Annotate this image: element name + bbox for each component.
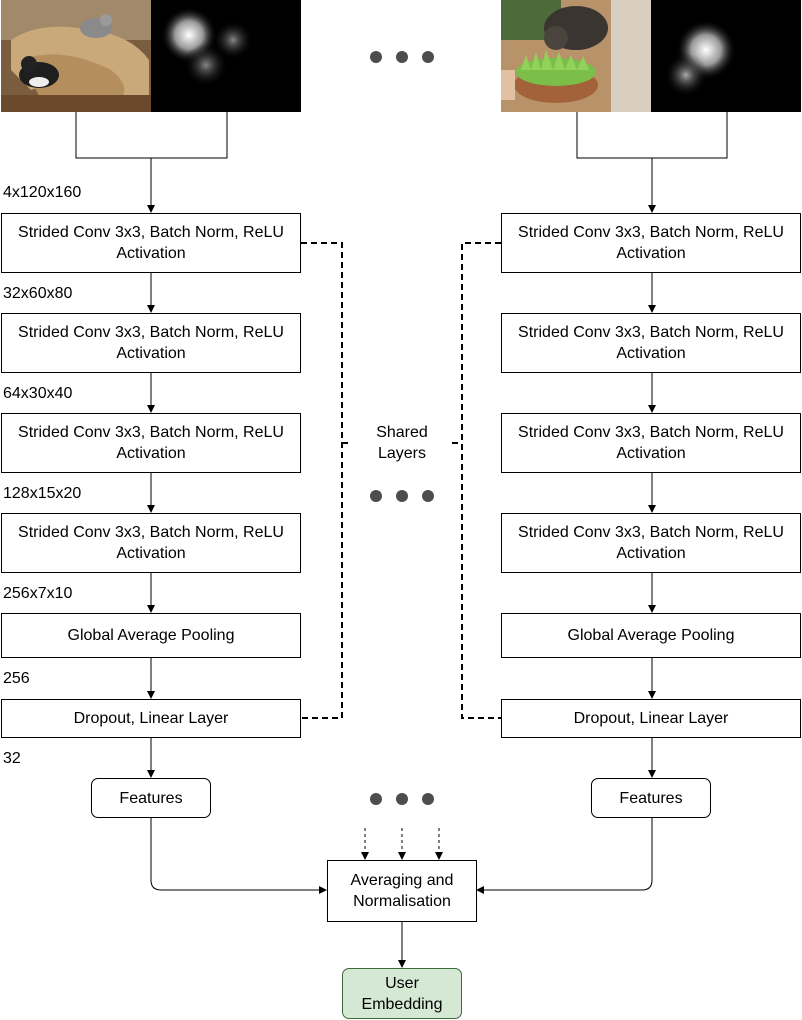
- user-embedding-output: User Embedding: [342, 968, 462, 1019]
- dim-after-conv1: 32x60x80: [3, 285, 73, 302]
- ellipsis-dot: [396, 51, 408, 63]
- left-dropout-linear: Dropout, Linear Layer: [1, 699, 301, 738]
- left-input-merge: [75, 112, 228, 213]
- dim-after-conv3: 128x15x20: [3, 485, 82, 502]
- averaging-normalisation-block: Averaging and Normalisation: [327, 860, 477, 922]
- left-conv-block-2: Strided Conv 3x3, Batch Norm, ReLU Activ…: [1, 313, 301, 373]
- left-features: Features: [91, 778, 211, 818]
- ellipsis-dot: [396, 793, 408, 805]
- right-input-merge: [576, 112, 728, 213]
- right-features: Features: [591, 778, 711, 818]
- right-conv-block-4: Strided Conv 3x3, Batch Norm, ReLU Activ…: [501, 513, 801, 573]
- ellipsis-dot: [370, 490, 382, 502]
- left-conv-block-4: Strided Conv 3x3, Batch Norm, ReLU Activ…: [1, 513, 301, 573]
- left-input-photo: [1, 0, 151, 112]
- right-conv-block-2: Strided Conv 3x3, Batch Norm, ReLU Activ…: [501, 313, 801, 373]
- ellipsis-dot: [422, 51, 434, 63]
- right-global-pool: Global Average Pooling: [501, 613, 801, 658]
- ellipsis-dot: [370, 51, 382, 63]
- right-conv-block-3: Strided Conv 3x3, Batch Norm, ReLU Activ…: [501, 413, 801, 473]
- shared-layers-text: Shared Layers: [376, 424, 428, 462]
- right-input-mask: [651, 0, 801, 112]
- left-global-pool: Global Average Pooling: [1, 613, 301, 658]
- dim-after-pool: 256: [3, 670, 30, 687]
- dim-input: 4x120x160: [3, 184, 82, 201]
- averaging-normalisation-text: Averaging and Normalisation: [350, 872, 454, 910]
- ellipsis-dot: [422, 793, 434, 805]
- right-dropout-linear: Dropout, Linear Layer: [501, 699, 801, 738]
- other-branch-arrows: [361, 828, 443, 860]
- features-to-averaging: [150, 818, 653, 894]
- user-embedding-text: User Embedding: [361, 974, 443, 1013]
- ellipsis-dot: [422, 490, 434, 502]
- right-input-photo: [501, 0, 651, 112]
- dim-after-linear: 32: [3, 750, 21, 767]
- right-conv-block-1: Strided Conv 3x3, Batch Norm, ReLU Activ…: [501, 213, 801, 273]
- ellipsis-dot: [370, 793, 382, 805]
- ellipsis-dot: [396, 490, 408, 502]
- dim-after-conv2: 64x30x40: [3, 385, 73, 402]
- shared-layers-bracket: [301, 242, 501, 719]
- left-conv-block-1: Strided Conv 3x3, Batch Norm, ReLU Activ…: [1, 213, 301, 273]
- left-input-mask: [151, 0, 301, 112]
- dim-after-conv4: 256x7x10: [3, 585, 73, 602]
- left-conv-block-3: Strided Conv 3x3, Batch Norm, ReLU Activ…: [1, 413, 301, 473]
- shared-layers-label: Shared Layers: [352, 423, 452, 463]
